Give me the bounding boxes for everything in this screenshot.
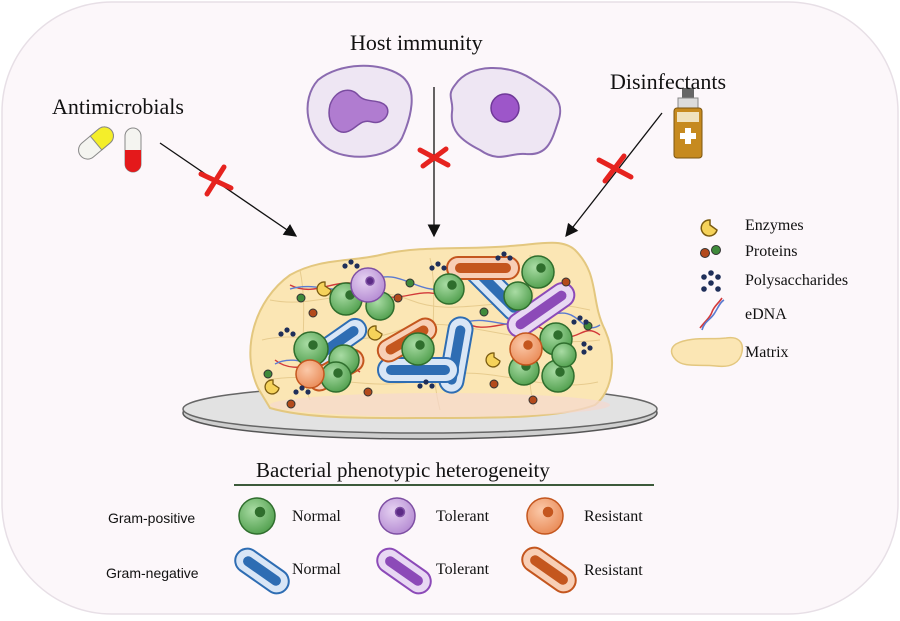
legend-gram-positive-normal [238,497,276,535]
legend-gram-negative-normal [234,547,290,595]
block-x-disinfectants [596,153,634,184]
matrix-proteins [263,277,593,409]
gram-negative-normal-label: Normal [292,561,341,578]
label-host-immunity: Host immunity [350,30,483,55]
legend-gram-positive-resistant [526,497,564,535]
capsule-icons [78,126,142,173]
disinfectant-bottle-icon [673,88,703,159]
edna-icon [699,297,725,331]
legend-gram-negative-tolerant [376,547,432,595]
legend-label-matrix: Matrix [745,344,789,361]
legend-gram-positive-tolerant [378,497,416,535]
block-x-antimicrobials [198,164,234,197]
arrow-disinfectants [565,112,663,238]
gram-positive-resistant-cocci [295,332,543,389]
label-disinfectants: Disinfectants [610,69,727,94]
block-marks [198,146,634,197]
gram-positive-tolerant-label: Tolerant [436,508,490,525]
biofilm-base [270,393,610,417]
legend-label-polysaccharides: Polysaccharides [745,272,849,289]
arrow-antimicrobials [159,142,298,237]
matrix-icon [670,336,744,368]
polysaccharide-icon [701,270,721,292]
gram-positive-normal-label: Normal [292,508,341,525]
row-label-gram-positive: Gram-positive [108,510,196,526]
gram-negative-resistant-label: Resistant [584,562,643,579]
heterogeneity-title: Bacterial phenotypic heterogeneity [256,458,550,482]
block-x-host-immunity [417,146,451,169]
gram-negative-tolerant-rods [506,282,576,338]
row-label-gram-negative: Gram-negative [106,565,199,581]
gram-positive-tolerant-cocci [350,267,386,303]
enzyme-icon [700,219,718,237]
legend-label-proteins: Proteins [745,243,798,260]
gram-negative-tolerant-label: Tolerant [436,561,490,578]
matrix-polysaccharides [278,251,593,395]
gram-positive-resistant-label: Resistant [584,508,643,525]
legend-label-enzymes: Enzymes [745,217,804,234]
macrophage-icon [449,67,562,158]
protein-icon [700,245,721,258]
legend-label-edna: eDNA [745,306,787,323]
label-antimicrobials: Antimicrobials [52,94,184,119]
legend-gram-negative-resistant [521,546,577,594]
matrix-enzymes [264,281,501,395]
neutrophil-icon [306,64,413,158]
